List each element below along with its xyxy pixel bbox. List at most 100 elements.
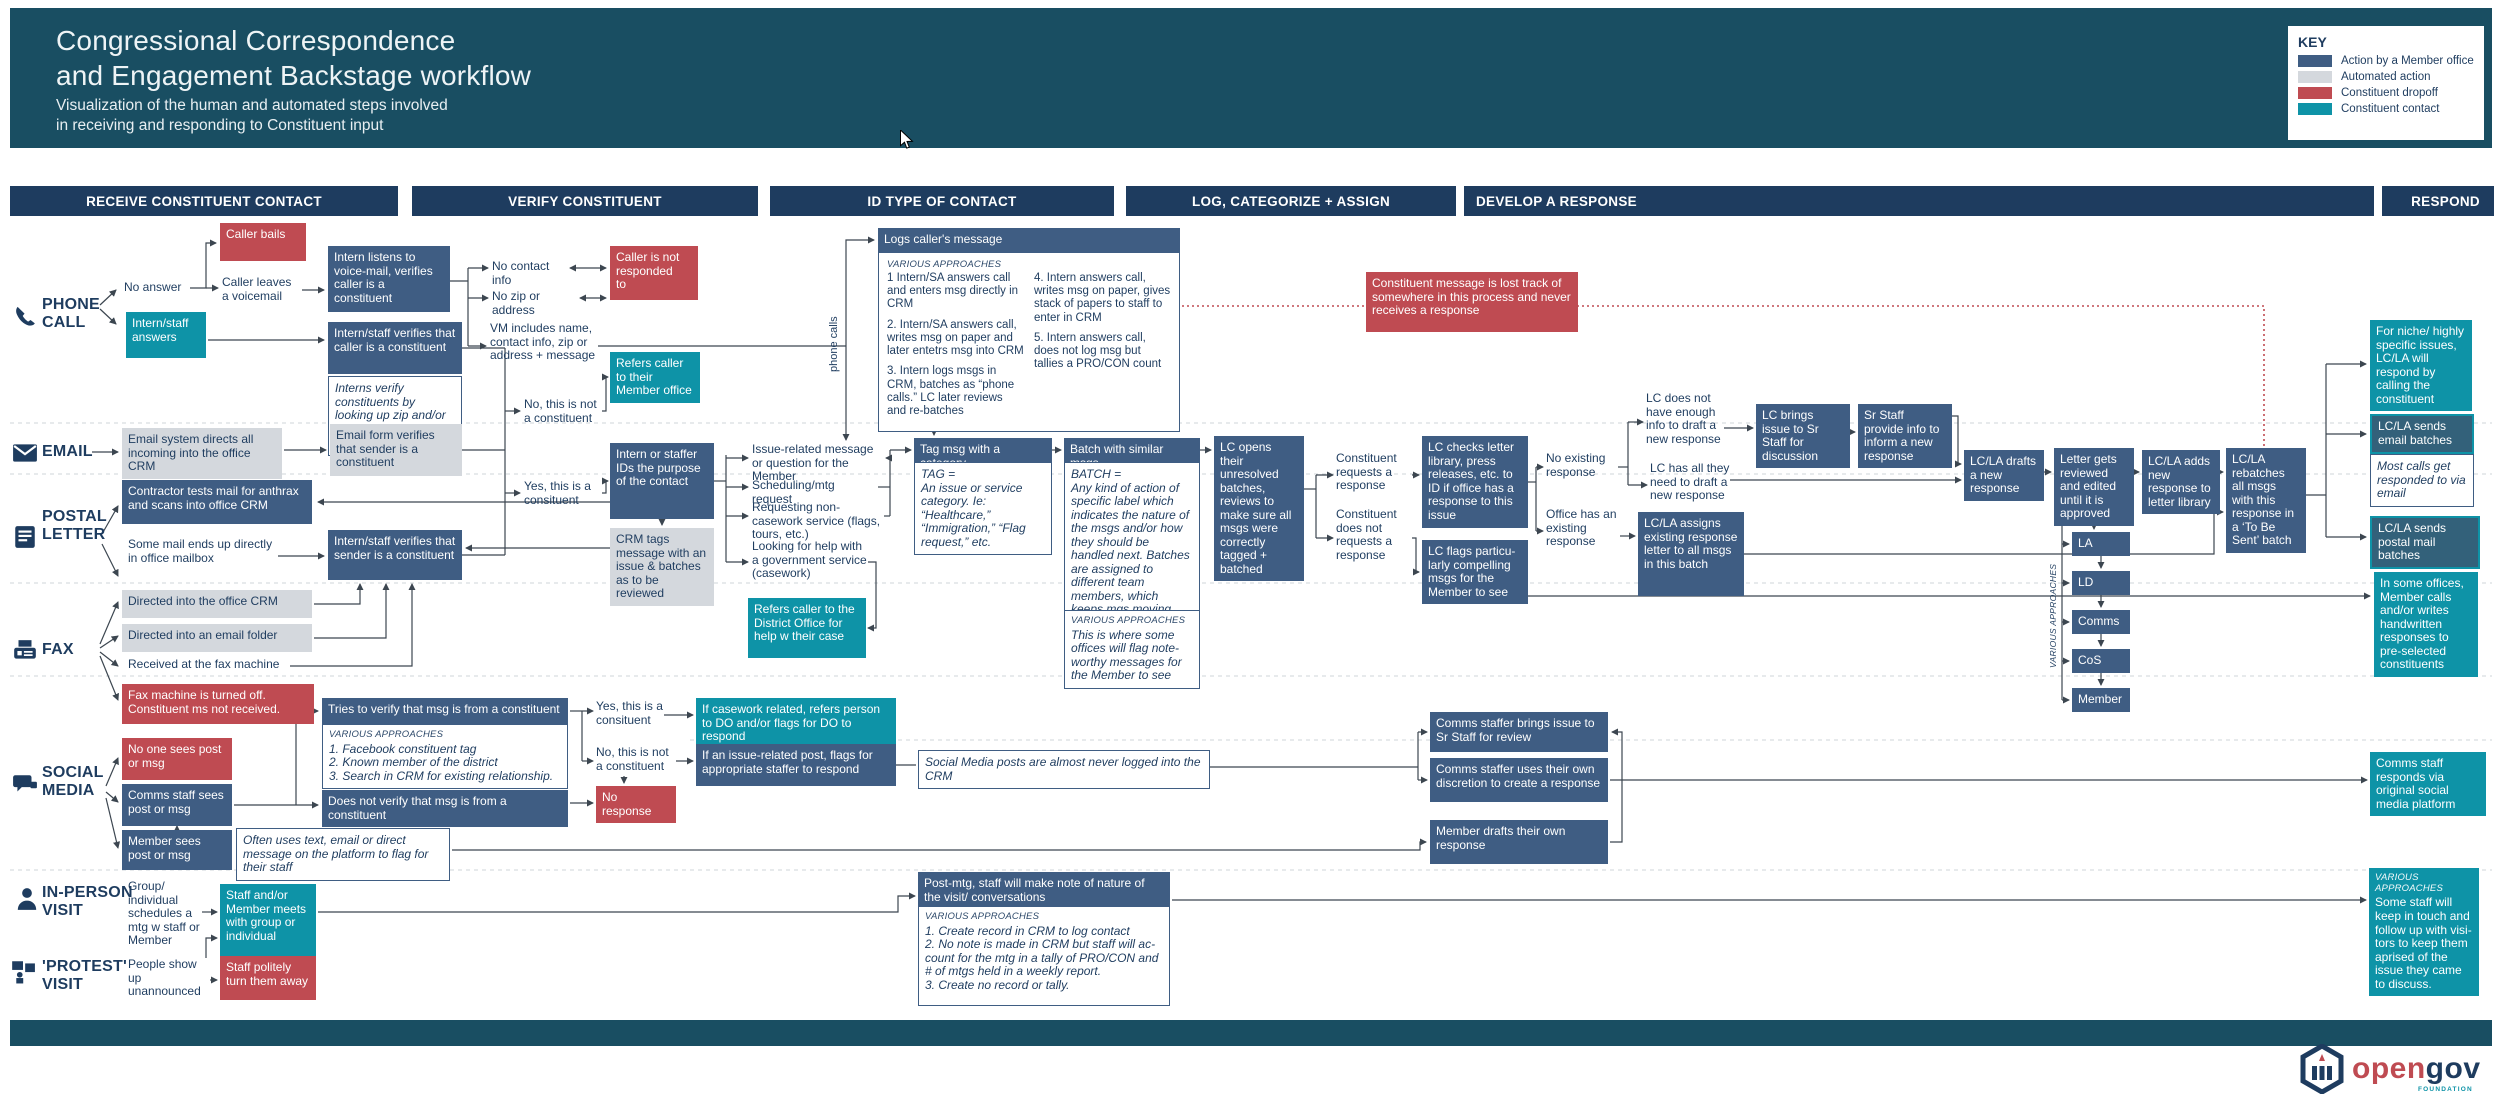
flow-connector — [1952, 415, 1962, 468]
node-text: If casework related, refers person to DO… — [702, 702, 881, 744]
node-constituent-no-request: Constituent does not requests a response — [1336, 507, 1412, 568]
node-text: Constituent requests a response — [1336, 451, 1397, 493]
logo-gov-text: gov — [2425, 1052, 2481, 1085]
flow-connector — [99, 651, 119, 667]
footer-band — [10, 1020, 2492, 1046]
node-text: LC has all they need to draft a new resp… — [1650, 461, 1730, 503]
node-text: LC checks letter library, press releases… — [1428, 440, 1515, 522]
node-text: Some staff will keep in touch and follow… — [2375, 895, 2472, 991]
node-text: LC/LA adds new response to letter librar… — [2148, 454, 2211, 509]
flow-connector — [99, 635, 119, 649]
key-item: Constituent dropoff — [2298, 87, 2474, 99]
node-fax-turned-off: Fax machine is turned off. Constituent m… — [122, 684, 314, 724]
log-approaches-col1: 1 Intern/SA answers call and enters msg … — [887, 272, 1024, 425]
node-text: Often uses text, email or direct message… — [243, 833, 429, 875]
node-intern-listens-voicemail: Intern listens to voice-mail, verifies c… — [328, 246, 450, 312]
flow-connector — [190, 239, 217, 289]
key-label: Action by a Member office — [2341, 55, 2474, 67]
node-lcla-drafts: LC/LA drafts a new response — [1964, 450, 2044, 501]
node-text: Requesting non-casework service (flags, … — [752, 500, 881, 542]
flow-connector — [105, 791, 119, 803]
node-requesting-non-casework: Requesting non-casework service (flags, … — [752, 500, 882, 542]
log-approach-item: 2. Intern/SA answers call, writes msg on… — [887, 318, 1024, 358]
node-staff-politely-turn-away: Staff politely turn them away — [220, 956, 316, 1000]
various-approaches-label: VARIOUS APPROACHES — [925, 911, 1040, 922]
node-intern-ids-purpose: Intern or staffer IDs the purpose of the… — [610, 443, 714, 519]
node-text: No, this is not a constituent — [524, 397, 597, 425]
node-text: This is where some offices will flag not… — [1071, 627, 1182, 683]
opengov-hexagon-icon — [2300, 1044, 2344, 1094]
flow-connector — [1610, 728, 1623, 843]
node-text: Member sees post or msg — [128, 834, 201, 862]
column-header-3: LOG, CATEGORIZE + ASSIGN — [1126, 186, 1456, 216]
node-text: No answer — [124, 280, 182, 294]
row-label-social-media: SOCIAL MEDIA — [42, 764, 104, 800]
flow-connector — [867, 561, 877, 632]
node-text: CoS — [2078, 653, 2102, 667]
node-lcla-assigns-existing: LC/LA assigns existing response letter t… — [1638, 512, 1744, 596]
node-text: Fax machine is turned off. Constituent m… — [128, 688, 281, 716]
node-comms-own-discretion: Comms staffer uses their own discretion … — [1430, 758, 1608, 802]
flow-connector — [290, 583, 416, 667]
node-text: Looking for help with a government servi… — [752, 539, 867, 581]
node-text: Comms — [2078, 614, 2120, 628]
node-approver-cos: CoS — [2072, 649, 2130, 673]
node-some-mail-mailbox: Some mail ends up directly in office mai… — [128, 537, 276, 570]
key-item: Action by a Member office — [2298, 55, 2474, 67]
node-social-never-logged-note: Social Media posts are almost never logg… — [918, 750, 1210, 790]
node-text: Social Media posts are almost never logg… — [925, 755, 1201, 783]
key-label: Automated action — [2341, 71, 2431, 83]
node-no-answer: No answer — [124, 280, 188, 301]
node-text: Directed into an email folder — [128, 628, 278, 642]
node-text: In some offices, Member calls and/or wri… — [2380, 576, 2464, 672]
node-no-contact-info: No contact info — [492, 259, 568, 287]
node-often-uses-note: Often uses text, email or direct message… — [236, 828, 450, 881]
column-header-0: RECEIVE CONSTITUENT CONTACT — [10, 186, 398, 216]
flow-connector — [105, 757, 119, 787]
key-item: Automated action — [2298, 71, 2474, 83]
node-no-one-sees-post: No one sees post or msg — [122, 738, 232, 780]
node-text: Intern/staff verifies that sender is a c… — [334, 534, 456, 562]
node-text: Yes, this is a consituent — [524, 479, 591, 507]
letter-icon — [12, 524, 38, 550]
node-text: LD — [2078, 575, 2094, 589]
node-text: Comms staffer uses their own discretion … — [1436, 762, 1601, 790]
flow-connector — [105, 797, 121, 849]
email-icon — [12, 440, 38, 466]
node-text: LC opens their unresolved batches, revie… — [1220, 440, 1292, 576]
column-header-2: ID TYPE OF CONTACT — [770, 186, 1114, 216]
node-people-show-up: People show up unannounced — [128, 957, 208, 1006]
node-intern-staff-answers: Intern/staff answers — [126, 312, 206, 358]
node-vm-includes: VM includes name, contact info, zip or a… — [490, 321, 596, 370]
node-text: Comms staff sees post or msg — [128, 788, 224, 816]
node-text: Intern listens to voice-mail, verifies c… — [334, 250, 433, 305]
node-comms-sees-post: Comms staff sees post or msg — [122, 784, 232, 826]
node-lcla-rebatches: LC/LA rebatches all msgs with this respo… — [2226, 448, 2306, 553]
node-intern-verifies-caller: Intern/staff verifies that caller is a c… — [328, 322, 462, 374]
node-text: LC brings issue to Sr Staff for discussi… — [1762, 408, 1819, 463]
key-swatch — [2298, 103, 2332, 115]
logo-open-text: open — [2352, 1052, 2426, 1085]
row-label-fax: FAX — [42, 641, 74, 658]
node-text: No contact info — [492, 259, 550, 287]
node-constituent-requests: Constituent requests a response — [1336, 451, 1412, 498]
node-logs-callers-message-body: VARIOUS APPROACHES 1 Intern/SA answers ca… — [878, 252, 1180, 433]
row-label-postal-letter: POSTAL LETTER — [42, 508, 107, 544]
node-text: BATCH = Any kind of action of specific l… — [1071, 467, 1190, 616]
node-text: Issue-related message or question for th… — [752, 442, 874, 484]
log-approach-item: 4. Intern answers call, writes msg on pa… — [1034, 272, 1171, 324]
key-label: Constituent dropoff — [2341, 87, 2438, 99]
node-looking-for-help: Looking for help with a government servi… — [752, 539, 868, 584]
various-approaches-label: VARIOUS APPROACHES — [887, 259, 1002, 270]
node-text: No existing response — [1546, 451, 1606, 479]
node-no-existing-response: No existing response — [1546, 451, 1618, 482]
flow-connector — [1744, 508, 2224, 555]
phone-calls-vertical: phone calls — [828, 316, 840, 372]
node-intern-verifies-sender: Intern/staff verifies that sender is a c… — [328, 530, 462, 580]
node-text: No zip or address — [492, 289, 541, 317]
flow-connector — [101, 505, 119, 535]
